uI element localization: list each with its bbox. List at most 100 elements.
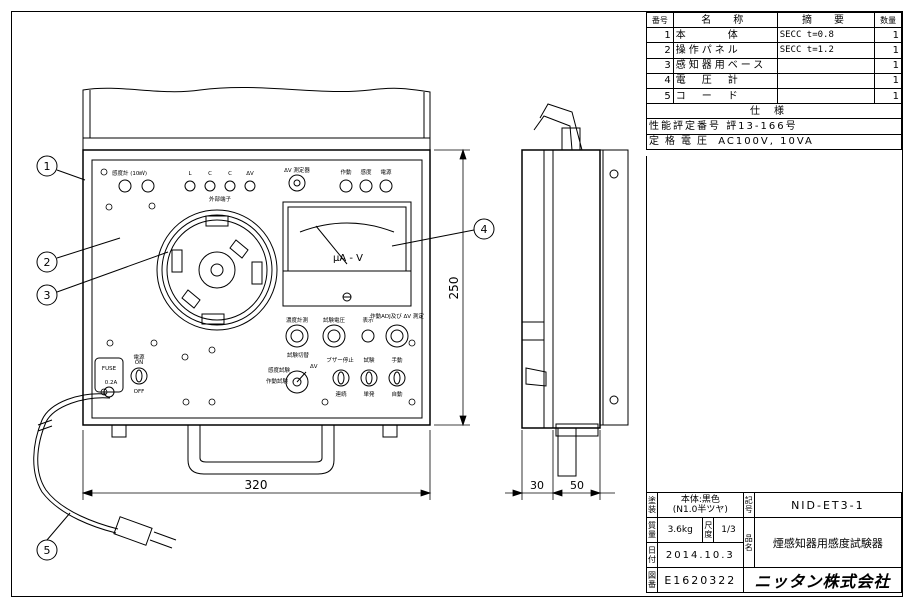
detector-base bbox=[156, 209, 278, 331]
side-view bbox=[521, 103, 629, 477]
scale-value: 1/3 bbox=[713, 517, 744, 543]
dim-width: 320 bbox=[245, 478, 268, 492]
sensitivity-terminals bbox=[118, 179, 155, 193]
spec-value: 評13-166号 bbox=[726, 120, 798, 132]
selector-option-1: 感度試験 bbox=[268, 366, 291, 374]
fuse-label: FUSE bbox=[102, 366, 117, 372]
power-off-label: OFF bbox=[134, 389, 145, 395]
part-qty: 1 bbox=[874, 72, 902, 89]
spec-label: 定格電圧 bbox=[649, 136, 713, 148]
parts-row: 1 本 体 SECC t=0.8 1 bbox=[646, 27, 902, 44]
part-name: 本 体 bbox=[672, 27, 778, 44]
drawing-number: E1620322 bbox=[657, 567, 744, 593]
date-label: 日付 bbox=[646, 542, 658, 568]
paint-value-2: (N1.0半ツヤ) bbox=[672, 505, 728, 515]
balloon-2-label: 2 bbox=[44, 256, 51, 269]
mass-label: 質量 bbox=[646, 517, 658, 543]
part-qty: 1 bbox=[874, 57, 902, 74]
switch-2-sublabel: 単発 bbox=[363, 390, 375, 398]
part-name: 電 圧 計 bbox=[672, 72, 778, 89]
header-no: 番号 bbox=[646, 11, 674, 29]
header-name: 名 称 bbox=[672, 11, 778, 29]
balloon-4-label: 4 bbox=[481, 223, 488, 236]
part-summary bbox=[776, 57, 876, 74]
model-number: NID-ET3-1 bbox=[753, 492, 903, 518]
spec-label: 性能評定番号 bbox=[649, 120, 721, 132]
switch-2-label: 試験 bbox=[363, 356, 375, 364]
part-no: 1 bbox=[646, 27, 674, 44]
knob-3-label: 表示 bbox=[362, 316, 374, 324]
part-summary bbox=[776, 87, 876, 105]
part-no: 2 bbox=[646, 42, 674, 59]
voltmeter bbox=[282, 201, 412, 307]
part-no: 3 bbox=[646, 57, 674, 74]
indicator-1-label: 作動 bbox=[340, 168, 352, 176]
part-name: コ ー ド bbox=[672, 87, 778, 105]
power-on-label: ON bbox=[135, 360, 143, 366]
terminal-caption: 外部端子 bbox=[209, 195, 232, 203]
part-qty: 1 bbox=[874, 42, 902, 59]
paint-value: 本体:黒色 (N1.0半ツヤ) bbox=[657, 492, 744, 518]
dim-depth-a: 30 bbox=[530, 479, 544, 492]
handle bbox=[187, 425, 335, 475]
indicator-lamps bbox=[339, 179, 393, 193]
drawing-no-label: 図番 bbox=[646, 567, 658, 593]
fuse-holder bbox=[94, 357, 124, 393]
parts-row: 2 操作パネル SECC t=1.2 1 bbox=[646, 42, 902, 59]
parts-row: 3 感知器用ベース 1 bbox=[646, 57, 902, 74]
header-qty: 数量 bbox=[874, 11, 902, 29]
part-name: 操作パネル bbox=[672, 42, 778, 59]
knob-1-label: 濃度計測 bbox=[286, 316, 309, 324]
parts-header-row: 番号 名 称 摘 要 数量 bbox=[646, 11, 902, 29]
indicator-3-label: 電源 bbox=[380, 168, 392, 176]
screws bbox=[100, 168, 416, 406]
switch-1-label: ブザー停止 bbox=[326, 356, 354, 364]
dim-height: 250 bbox=[447, 277, 461, 300]
parts-row: 4 電 圧 計 1 bbox=[646, 72, 902, 89]
paint-label: 塗装 bbox=[646, 492, 658, 518]
balloons bbox=[36, 155, 495, 561]
terminal-c1-label: C bbox=[208, 171, 212, 177]
scale-label: 尺度 bbox=[702, 517, 715, 543]
switch-1-sublabel: 連続 bbox=[335, 390, 347, 398]
terminal-c2-label: C bbox=[228, 171, 232, 177]
spec-value: AC100V, 10VA bbox=[718, 136, 814, 148]
balloon-5-label: 5 bbox=[44, 544, 51, 557]
balloon-3-label: 3 bbox=[44, 289, 51, 302]
power-label: 電源 bbox=[133, 353, 145, 361]
table-divider bbox=[646, 156, 902, 492]
mass-value: 3.6kg bbox=[656, 517, 704, 543]
knob-4-label: 作動ADJ及び ΔV 測定 bbox=[370, 312, 424, 320]
parts-table: 番号 名 称 摘 要 数量 1 本 体 SECC t=0.8 1 2 操作パネル… bbox=[646, 11, 902, 150]
balloon-1-label: 1 bbox=[44, 160, 51, 173]
connector-label: ΔV 測定器 bbox=[284, 166, 310, 174]
switch-3-label: 手動 bbox=[391, 356, 403, 364]
connector-icon bbox=[288, 174, 306, 192]
dimension-lines bbox=[81, 148, 615, 500]
date-value: 2014.10.3 bbox=[657, 542, 744, 568]
part-name: 感知器用ベース bbox=[672, 57, 778, 74]
toggle-switches bbox=[332, 369, 406, 387]
paint-value-1: 本体:黒色 bbox=[680, 495, 720, 505]
part-summary: SECC t=0.8 bbox=[776, 27, 876, 44]
dim-depth-b: 50 bbox=[570, 479, 584, 492]
power-switch bbox=[130, 367, 148, 385]
drawing-frame bbox=[11, 11, 903, 597]
sensitivity-label: 感度計 (10㎷) bbox=[112, 169, 147, 177]
part-qty: 1 bbox=[874, 27, 902, 44]
operation-panel bbox=[91, 159, 423, 419]
terminal-l-label: L bbox=[188, 171, 192, 177]
selector-option-3: ΔV bbox=[310, 364, 318, 370]
knob-2-label: 試験電圧 bbox=[323, 316, 346, 324]
part-summary bbox=[776, 72, 876, 89]
lid bbox=[82, 86, 431, 151]
selector-label: 試験切替 bbox=[287, 351, 310, 359]
knobs bbox=[285, 324, 409, 348]
indicator-2-label: 感度 bbox=[360, 168, 372, 176]
part-no: 4 bbox=[646, 72, 674, 89]
external-terminals bbox=[184, 180, 256, 192]
parts-row: 5 コ ー ド 1 bbox=[646, 87, 902, 105]
spec-row-voltage: 定格電圧 AC100V, 10VA bbox=[646, 133, 902, 150]
company-logo: ニッタン株式会社 bbox=[742, 567, 903, 593]
